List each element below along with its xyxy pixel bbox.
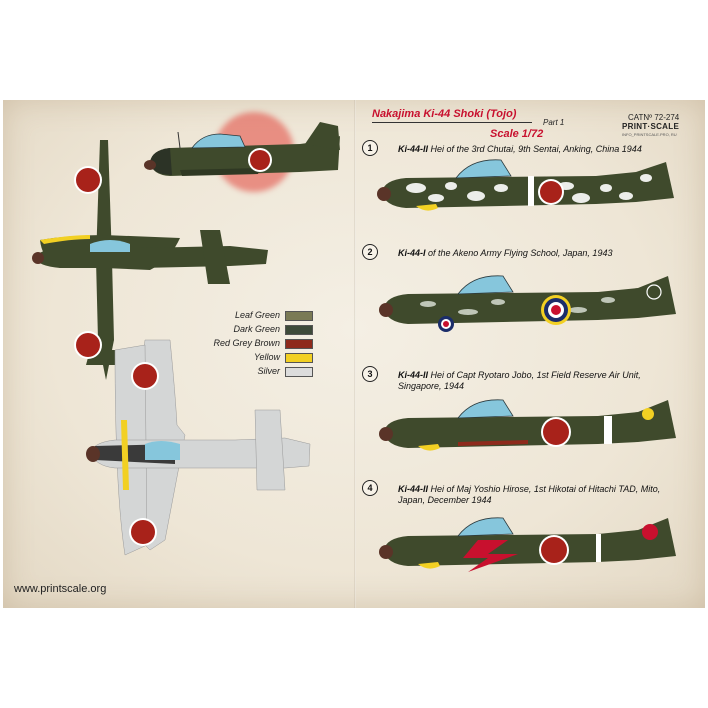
profile-2-number: 2 <box>362 244 378 260</box>
legend-yellow-label: Yellow <box>253 352 280 362</box>
brand-logo: PRINT·SCALE <box>622 122 680 131</box>
legend-leaf-green-swatch <box>285 311 313 321</box>
silver-underside-view <box>86 339 311 556</box>
profile-2-variant: Ki-44-I <box>398 248 426 258</box>
olive-wing-plan <box>32 230 268 284</box>
legend-leaf-green-label: Leaf Green <box>234 310 280 320</box>
legend-dark-green-label: Dark Green <box>233 324 280 334</box>
catalog-number: CATNº 72-274 <box>628 113 680 122</box>
profile-2-text: of the Akeno Army Flying School, Japan, … <box>425 248 613 258</box>
part-label: Part 1 <box>543 118 565 127</box>
profile-4-text-line2: Japan, December 1944 <box>398 495 492 505</box>
brand-subline: INFO_PRINTSCALE.PRO, RU <box>622 132 677 137</box>
profile-1-number: 1 <box>362 140 378 156</box>
profile-3-text: Hei of Capt Ryotaro Jobo, 1st Field Rese… <box>428 370 641 380</box>
profile-3-aircraft <box>379 399 676 451</box>
website-link[interactable]: www.printscale.org <box>14 583 107 595</box>
profile-1-text: Hei of the 3rd Chutai, 9th Sentai, Ankin… <box>428 144 642 154</box>
profile-2-caption: Ki-44-I of the Akeno Army Flying School,… <box>398 248 698 259</box>
profile-4-variant: Ki-44-II <box>398 484 429 494</box>
scale-label: Scale 1/72 <box>490 128 544 140</box>
profile-3-text-line2: Singapore, 1944 <box>398 381 465 391</box>
profile-3-variant: Ki-44-II <box>398 370 429 380</box>
legend-silver-swatch <box>285 367 313 377</box>
header-side-profile <box>144 122 340 176</box>
legend-red-grey-brown-label: Red Grey Brown <box>213 338 280 348</box>
profile-1-aircraft <box>377 159 674 211</box>
profile-3-caption: Ki-44-II Hei of Capt Ryotaro Jobo, 1st F… <box>398 370 698 392</box>
legend-dark-green-swatch <box>285 325 313 335</box>
profile-3-number: 3 <box>362 366 378 382</box>
title-underline <box>372 122 532 123</box>
profile-2-aircraft <box>379 275 676 332</box>
center-fold <box>354 100 356 608</box>
profile-4-caption: Ki-44-II Hei of Maj Yoshio Hirose, 1st H… <box>398 484 698 506</box>
profile-1-caption: Ki-44-II Hei of the 3rd Chutai, 9th Sent… <box>398 144 698 155</box>
sheet-title: Nakajima Ki-44 Shoki (Tojo) <box>372 108 517 120</box>
legend-red-grey-brown-swatch <box>285 339 313 349</box>
profile-4-number: 4 <box>362 480 378 496</box>
legend-yellow-swatch <box>285 353 313 363</box>
profile-4-aircraft <box>379 517 676 572</box>
profile-4-text: Hei of Maj Yoshio Hirose, 1st Hikotai of… <box>428 484 661 494</box>
profile-1-variant: Ki-44-II <box>398 144 429 154</box>
legend-silver-label: Silver <box>257 366 280 376</box>
